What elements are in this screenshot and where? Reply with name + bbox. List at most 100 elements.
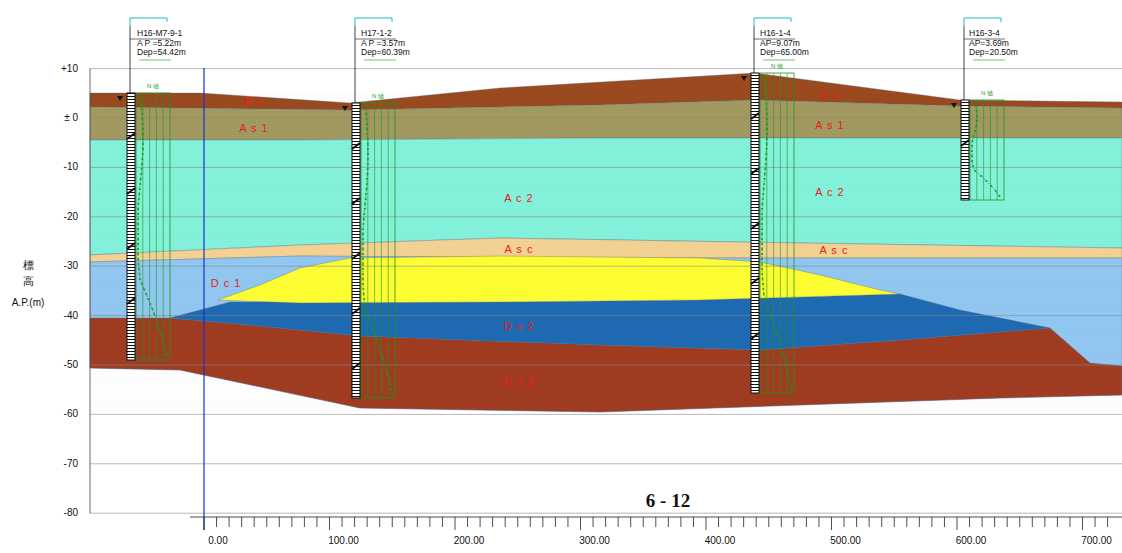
axis-tick — [881, 517, 882, 527]
elevation-value: -60 — [64, 409, 78, 419]
n-value-point — [364, 203, 366, 205]
n-value-point — [761, 203, 763, 205]
layer-name: B s — [821, 90, 840, 101]
axis-tick — [467, 517, 468, 527]
n-value-point — [145, 293, 147, 295]
n-value-header-line — [139, 60, 171, 61]
texture-line — [90, 263, 1122, 264]
n-value-point — [142, 123, 144, 125]
n-value-point — [390, 388, 392, 390]
axis-tick — [316, 517, 317, 527]
boring-log-column — [751, 73, 759, 393]
n-value-point — [762, 198, 764, 200]
n-value-point — [972, 165, 974, 167]
n-value-point — [389, 383, 391, 385]
n-value-point — [761, 213, 763, 215]
n-value-gridline — [163, 93, 164, 360]
n-value-point — [367, 163, 369, 165]
n-value-point — [764, 83, 766, 85]
water-level-mark — [951, 103, 957, 108]
elevation-value: -10 — [64, 162, 78, 172]
n-value-point — [774, 328, 776, 330]
n-value-point — [162, 338, 164, 340]
n-value-point — [787, 373, 789, 375]
n-value-point — [381, 353, 383, 355]
texture-line — [90, 332, 1122, 333]
axis-tick — [618, 517, 619, 527]
n-value-gridline — [156, 93, 157, 360]
grid-line — [90, 414, 1122, 415]
n-value-point — [974, 130, 976, 132]
n-value-point — [138, 273, 140, 275]
n-value-point — [366, 133, 368, 135]
axis-tick — [279, 517, 280, 527]
texture-line — [90, 365, 1122, 366]
texture-line — [90, 257, 1122, 258]
axis-tick — [643, 517, 644, 527]
distance-value: 500.00 — [830, 536, 861, 546]
log-mark — [127, 188, 135, 194]
layer-name: A s c — [505, 244, 534, 255]
texture-line — [90, 377, 1122, 378]
elevation-value: -40 — [64, 311, 78, 321]
texture-line — [90, 281, 1122, 282]
distance-value: 0.00 — [208, 536, 227, 546]
texture-line — [90, 368, 1122, 369]
n-value-point — [160, 333, 162, 335]
n-value-point — [372, 328, 374, 330]
log-mark — [751, 333, 759, 339]
n-value-point — [773, 323, 775, 325]
texture-line — [90, 341, 1122, 342]
n-value-point — [790, 388, 792, 390]
layer-name: A s 1 — [239, 123, 268, 134]
layer-name: D s 3 — [504, 377, 535, 388]
n-value-frame — [361, 103, 395, 398]
texture-line — [90, 350, 1122, 351]
page-number: 6 - 12 — [646, 491, 690, 510]
axis-tick — [768, 517, 769, 527]
n-value-point — [385, 368, 387, 370]
axis-tick — [1069, 517, 1070, 527]
axis-tick — [831, 517, 832, 530]
n-value-point — [147, 298, 149, 300]
texture-line — [90, 221, 1122, 222]
n-value-point — [782, 353, 784, 355]
texture-line — [90, 302, 1122, 303]
axis-title: 標高 — [23, 257, 34, 290]
layer-name: A s c — [820, 245, 849, 256]
log-mark — [127, 133, 135, 139]
texture-line — [90, 320, 1122, 321]
borehole-id: H16-M7-9-1 — [137, 29, 182, 38]
n-value-point — [141, 158, 143, 160]
texture-line — [90, 215, 1122, 216]
n-value-point — [140, 103, 142, 105]
n-value-point — [973, 135, 975, 137]
texture-line — [90, 371, 1122, 372]
axis-tick — [944, 517, 945, 527]
log-mark — [352, 253, 360, 259]
axis-tick — [680, 517, 681, 527]
log-mark — [352, 143, 360, 149]
layer-name: A c 2 — [815, 187, 844, 198]
n-value-point — [766, 118, 768, 120]
axis-tick — [329, 517, 330, 530]
n-value-point — [137, 203, 139, 205]
axis-tick — [480, 517, 481, 527]
axis-tick — [291, 517, 292, 527]
axis-line — [90, 69, 91, 514]
n-value-point — [137, 213, 139, 215]
log-mark — [751, 223, 759, 229]
n-value-point — [386, 373, 388, 375]
n-value-point — [761, 273, 763, 275]
texture-line — [90, 347, 1122, 348]
n-value-point — [137, 243, 139, 245]
texture-line — [90, 404, 1122, 405]
texture-line — [90, 272, 1122, 273]
water-level-mark — [741, 76, 747, 81]
axis-tick — [982, 517, 983, 527]
n-value-point — [766, 113, 768, 115]
axis-tick — [894, 517, 895, 527]
n-value-point — [367, 158, 369, 160]
n-value-point — [764, 173, 766, 175]
texture-line — [90, 401, 1122, 402]
